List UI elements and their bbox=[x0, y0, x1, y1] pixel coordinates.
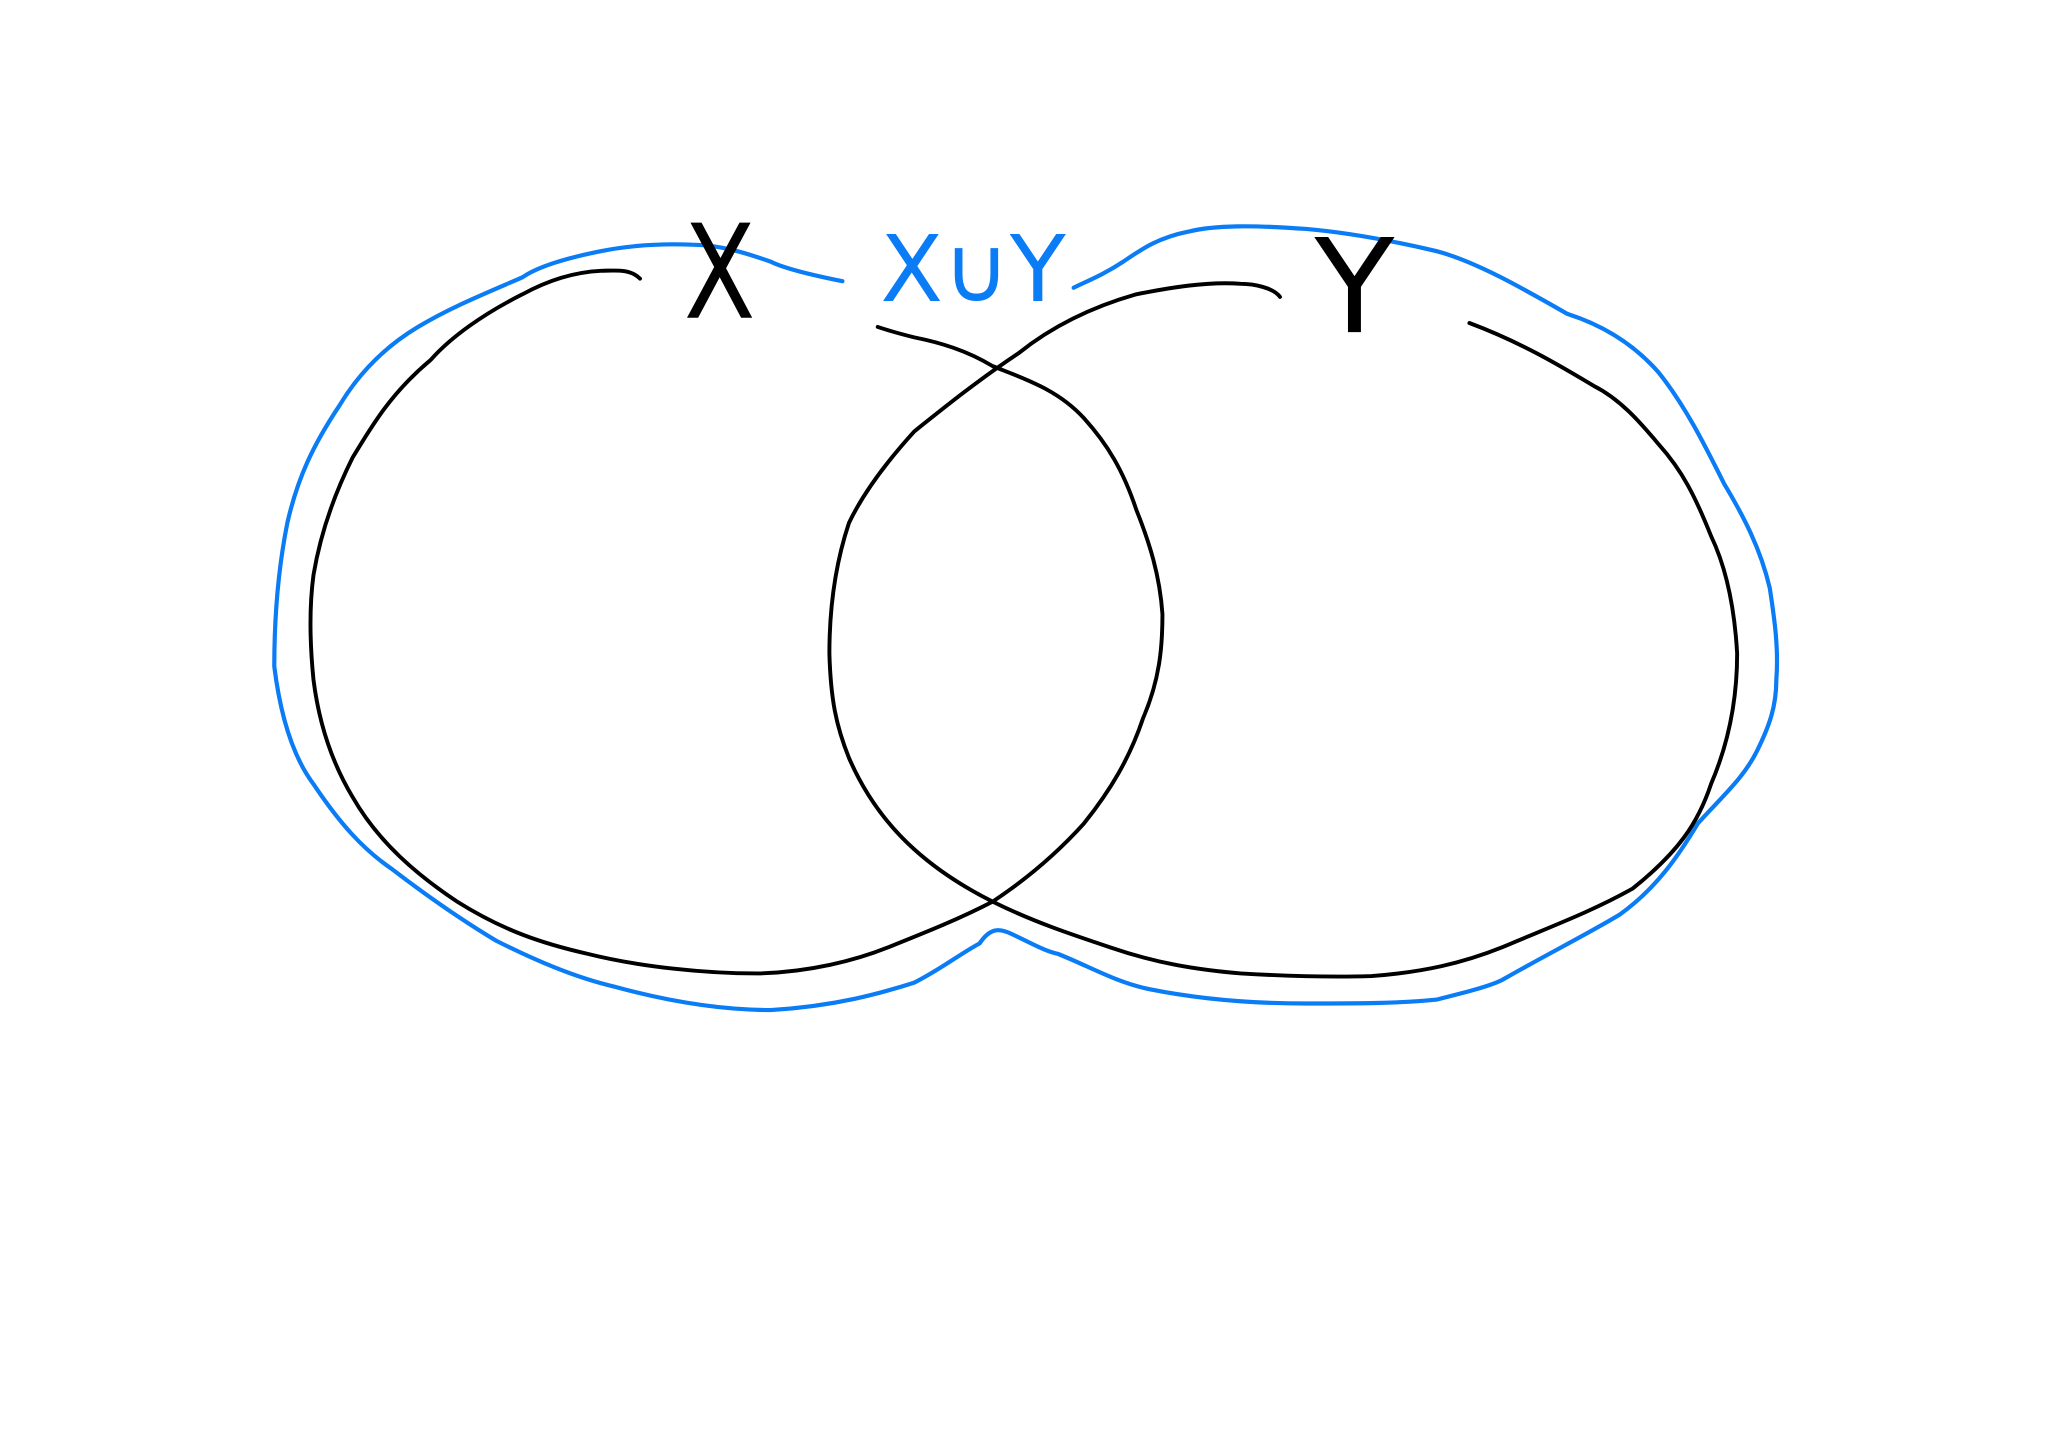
union-outline bbox=[272, 224, 1780, 1013]
set-y-circle bbox=[827, 281, 1740, 979]
union-label: X∪Y bbox=[880, 216, 1067, 323]
set-x-circle bbox=[308, 268, 1165, 976]
set-x-label: X bbox=[684, 196, 756, 348]
set-y-label: Y bbox=[1314, 211, 1396, 363]
